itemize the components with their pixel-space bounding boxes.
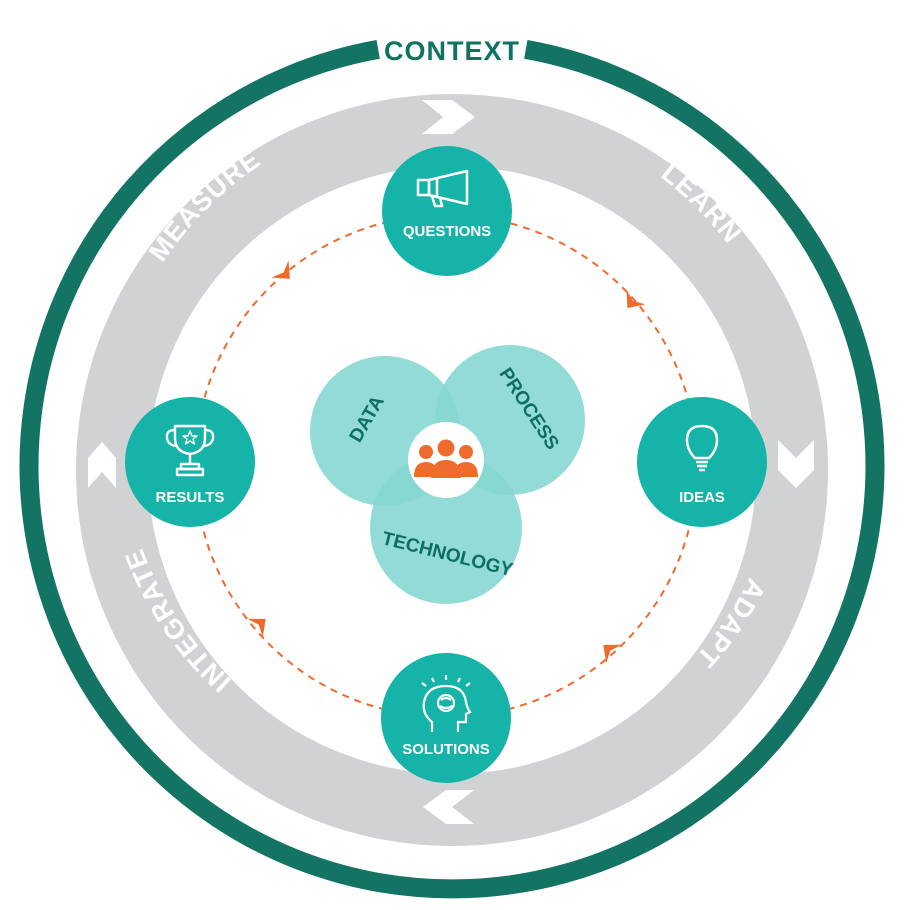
venn-circle-technology <box>370 452 522 604</box>
brain-head-icon <box>421 675 472 732</box>
trophy-icon <box>165 424 215 477</box>
node-results: RESULTS <box>125 397 255 527</box>
cycle-arrow-se <box>603 644 622 664</box>
band-arrow-bottom <box>423 790 474 824</box>
lightbulb-icon <box>685 424 719 472</box>
people-group-icon <box>414 439 478 478</box>
context-title: CONTEXT <box>384 36 520 66</box>
node-label-ideas: IDEAS <box>679 489 725 506</box>
cycle-arrow-nw <box>271 260 290 279</box>
cycle-arrow-ne <box>626 289 646 309</box>
outer-context-ring <box>19 40 885 899</box>
node-ideas: IDEAS <box>637 397 767 527</box>
band-arrow-left <box>88 442 116 488</box>
venn-diagram: DATA PROCESS TECHNOLOGY <box>310 345 585 604</box>
node-solutions: SOLUTIONS <box>381 653 511 783</box>
node-questions: QUESTIONS <box>382 146 512 276</box>
node-label-results: RESULTS <box>156 489 225 506</box>
megaphone-icon <box>416 169 469 208</box>
band-arrow-top <box>422 100 475 134</box>
cycle-arrow-sw <box>247 618 266 638</box>
band-arrow-right <box>778 440 814 488</box>
node-label-questions: QUESTIONS <box>403 223 491 240</box>
node-label-solutions: SOLUTIONS <box>402 741 490 758</box>
